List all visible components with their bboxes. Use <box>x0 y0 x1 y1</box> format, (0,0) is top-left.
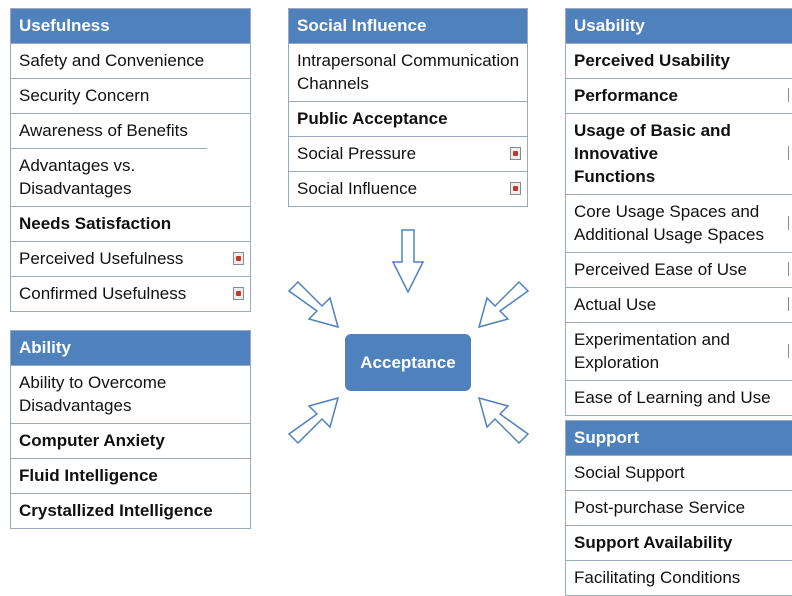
usability-item: Ease of Learning and Use <box>566 380 792 415</box>
usability-item-label: Experimentation and Exploration <box>574 330 730 372</box>
edge-marker <box>788 215 792 230</box>
usefulness-item-label: Confirmed Usefulness <box>19 284 187 303</box>
usefulness-item-label: Perceived Usefulness <box>19 249 184 268</box>
usefulness-box: Usefulness Safety and Convenience Securi… <box>10 8 251 312</box>
usability-item: Core Usage Spaces and Additional Usage S… <box>566 194 792 252</box>
usability-box: Usability Perceived Usability Performanc… <box>565 8 792 416</box>
usability-title: Usability <box>566 9 792 43</box>
usability-item-label: Usage of Basic and Innovative Functions <box>574 121 731 186</box>
usability-item: Perceived Usability <box>566 43 792 78</box>
document-icon[interactable] <box>233 252 244 265</box>
usefulness-item: Safety and Convenience <box>11 43 250 78</box>
ability-item: Computer Anxiety <box>11 423 250 458</box>
arrow-down-left <box>477 280 530 329</box>
social-influence-item-label: Intrapersonal Communication Channels <box>297 51 520 93</box>
acceptance-node: Acceptance <box>345 334 471 391</box>
usability-item-label: Performance <box>574 86 678 105</box>
usefulness-item: Confirmed Usefulness <box>11 276 250 311</box>
usability-item: Perceived Ease of Use <box>566 252 792 287</box>
support-title: Support <box>566 421 792 455</box>
document-icon[interactable] <box>233 287 244 300</box>
social-influence-title: Social Influence <box>289 9 527 43</box>
usefulness-title: Usefulness <box>11 9 250 43</box>
ability-title: Ability <box>11 331 250 365</box>
usefulness-item: Perceived Usefulness <box>11 241 250 276</box>
usability-item-label: Core Usage Spaces and Additional Usage S… <box>574 202 764 244</box>
usability-item-label: Actual Use <box>574 295 657 314</box>
document-icon[interactable] <box>510 182 521 195</box>
support-item: Post-purchase Service <box>566 490 792 525</box>
usefulness-item: Security Concern <box>11 78 250 113</box>
usability-item: Performance <box>566 78 792 113</box>
arrow-down-right <box>287 280 340 329</box>
support-box: Support Social Support Post-purchase Ser… <box>565 420 792 596</box>
social-influence-box: Social Influence Intrapersonal Communica… <box>288 8 528 207</box>
usability-item-label: Ease of Learning and Use <box>574 388 771 407</box>
arrow-up-right <box>287 396 340 445</box>
usefulness-item-label: Advantages vs. Disadvantages <box>19 156 136 198</box>
usefulness-item: Advantages vs. Disadvantages <box>11 148 207 206</box>
support-item: Support Availability <box>566 525 792 560</box>
usability-item-label: Perceived Ease of Use <box>574 260 747 279</box>
ability-item: Ability to Overcome Disadvantages <box>11 365 250 423</box>
edge-marker <box>788 297 792 311</box>
usability-item: Usage of Basic and Innovative Functions <box>566 113 792 194</box>
edge-marker <box>788 146 792 160</box>
arrow-up-left <box>477 396 530 445</box>
social-influence-item: Social Influence <box>289 171 527 206</box>
usability-item: Experimentation and Exploration <box>566 322 792 380</box>
document-icon[interactable] <box>510 147 521 160</box>
social-influence-item: Social Pressure <box>289 136 527 171</box>
social-influence-item: Public Acceptance <box>289 101 527 136</box>
arrow-down <box>391 229 425 294</box>
acceptance-label: Acceptance <box>360 352 456 372</box>
support-item: Social Support <box>566 455 792 490</box>
edge-marker <box>788 262 792 276</box>
ability-item: Crystallized Intelligence <box>11 493 250 528</box>
support-item: Facilitating Conditions <box>566 560 792 595</box>
edge-marker <box>788 343 792 358</box>
ability-item: Fluid Intelligence <box>11 458 250 493</box>
edge-marker <box>788 88 792 102</box>
social-influence-item-label: Social Influence <box>297 179 418 198</box>
usability-item: Actual Use <box>566 287 792 322</box>
social-influence-item: Intrapersonal Communication Channels <box>289 43 527 101</box>
usefulness-item: Needs Satisfaction <box>11 206 250 241</box>
ability-item-label: Ability to Overcome Disadvantages <box>19 373 167 415</box>
ability-box: Ability Ability to Overcome Disadvantage… <box>10 330 251 529</box>
usefulness-item: Awareness of Benefits <box>11 113 250 148</box>
social-influence-item-label: Social Pressure <box>297 144 417 163</box>
